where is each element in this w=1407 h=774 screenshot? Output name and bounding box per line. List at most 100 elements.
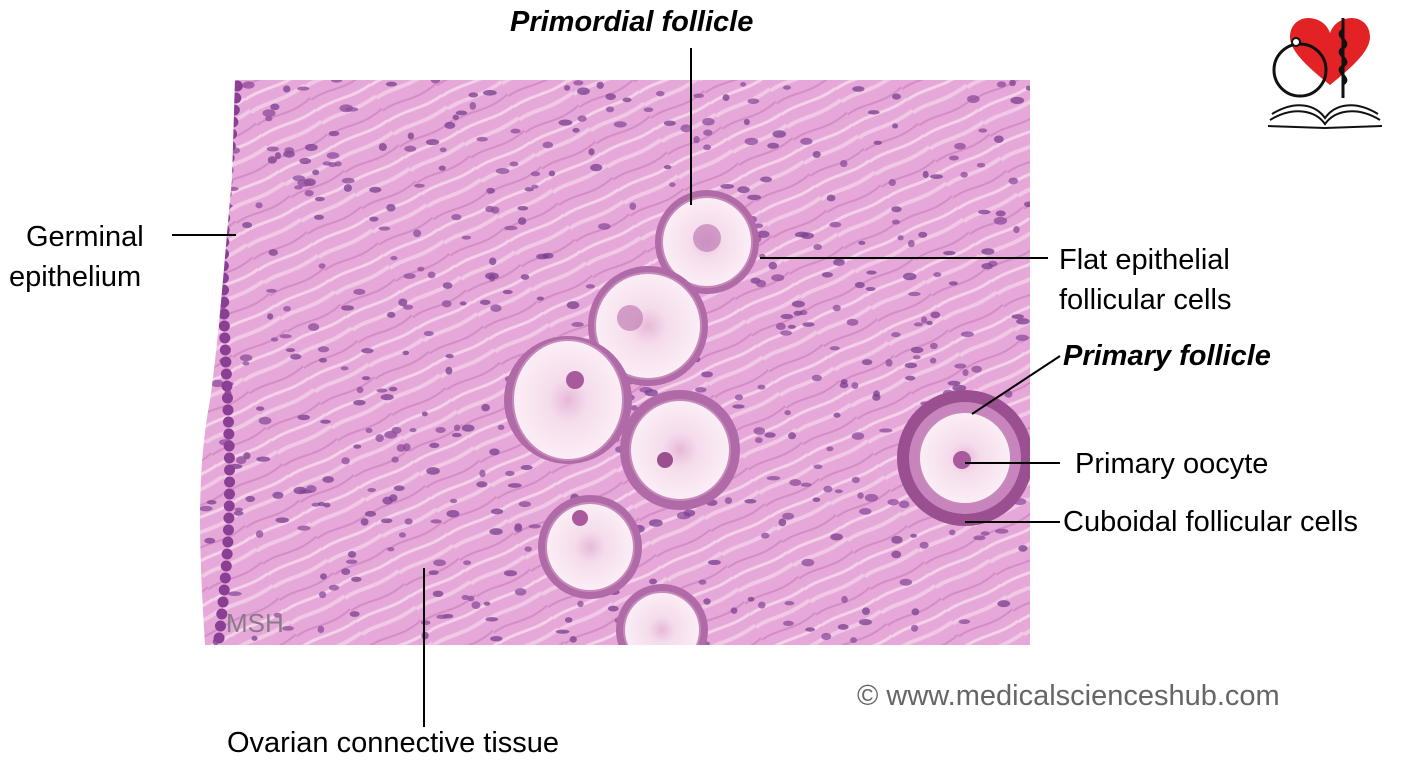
epithelial-cell <box>223 488 235 500</box>
stroma-nucleus <box>476 136 488 142</box>
epithelial-cell <box>223 512 235 524</box>
epithelial-cell <box>222 536 234 548</box>
stroma-nucleus <box>1013 225 1020 234</box>
stroma-nucleus <box>905 375 916 381</box>
epithelial-cell <box>227 116 239 128</box>
stroma-nucleus <box>320 419 331 424</box>
epithelial-cell <box>226 128 238 140</box>
stroma-nucleus <box>304 143 318 152</box>
stroma-nucleus <box>954 142 966 150</box>
stroma-nucleus <box>528 524 541 529</box>
stroma-nucleus <box>947 380 961 386</box>
stroma-nucleus <box>369 216 379 222</box>
stroma-nucleus <box>720 183 735 189</box>
stroma-nucleus <box>234 507 243 512</box>
stroma-nucleus <box>417 266 425 272</box>
stroma-nucleus <box>861 607 870 615</box>
stroma-nucleus <box>206 500 217 505</box>
stroma-nucleus <box>340 366 349 371</box>
stroma-nucleus <box>622 97 632 103</box>
stroma-nucleus <box>297 86 310 91</box>
stroma-nucleus <box>669 182 676 188</box>
stroma-nucleus <box>345 107 359 112</box>
epithelial-cell <box>220 368 232 380</box>
stroma-nucleus <box>577 87 590 95</box>
stroma-nucleus <box>483 89 497 96</box>
stroma-nucleus <box>421 411 428 417</box>
stroma-nucleus <box>446 509 460 518</box>
stroma-nucleus <box>891 219 900 225</box>
stroma-nucleus <box>558 119 573 126</box>
stroma-nucleus <box>468 92 479 98</box>
stroma-nucleus <box>453 424 461 432</box>
epithelial-cell <box>219 212 231 224</box>
stroma-nucleus <box>976 162 986 168</box>
stroma-nucleus <box>995 210 1006 217</box>
stroma-nucleus <box>341 568 351 575</box>
stroma-nucleus <box>766 475 781 481</box>
stroma-nucleus <box>320 573 327 580</box>
stroma-nucleus <box>801 558 815 567</box>
stroma-nucleus <box>391 456 399 463</box>
epithelial-cell <box>217 272 229 284</box>
stroma-nucleus <box>505 470 515 477</box>
stroma-nucleus <box>830 533 843 541</box>
stroma-nucleus <box>461 235 472 240</box>
stroma-nucleus <box>789 479 802 486</box>
stroma-nucleus <box>380 394 394 401</box>
stroma-nucleus <box>414 183 425 188</box>
stroma-nucleus <box>761 532 770 539</box>
stroma-nucleus <box>767 142 780 149</box>
book-icon <box>1267 104 1383 130</box>
stroma-nucleus <box>442 282 453 289</box>
stroma-nucleus <box>971 365 983 373</box>
stroma-nucleus <box>829 221 842 228</box>
stroma-nucleus <box>755 437 763 444</box>
stroma-nucleus <box>960 331 974 338</box>
stroma-nucleus <box>404 518 413 525</box>
stroma-nucleus <box>200 254 206 263</box>
stroma-nucleus <box>386 203 396 212</box>
stroma-nucleus <box>207 150 217 157</box>
stroma-nucleus <box>403 273 416 279</box>
stroma-nucleus <box>1008 177 1019 185</box>
stroma-nucleus <box>361 348 374 354</box>
tissue-section <box>200 80 1030 645</box>
stroma-nucleus <box>758 601 766 609</box>
stroma-nucleus <box>898 500 910 509</box>
stroma-nucleus <box>409 427 417 433</box>
epithelial-cell <box>222 416 234 428</box>
stroma-nucleus <box>571 321 584 328</box>
stroma-nucleus <box>433 559 446 567</box>
epithelial-cell <box>220 560 232 572</box>
stroma-nucleus <box>577 600 584 608</box>
stroma-nucleus <box>467 595 475 602</box>
stroma-nucleus <box>387 547 395 552</box>
stroma-nucleus <box>740 81 747 87</box>
stroma-nucleus <box>361 376 371 381</box>
stroma-nucleus <box>780 330 792 336</box>
stroma-nucleus <box>784 601 795 606</box>
serpent-icon <box>1338 28 1348 86</box>
label-germinal-line1: Germinal <box>26 221 144 253</box>
stroma-nucleus <box>800 137 813 145</box>
stroma-nucleus <box>451 432 462 438</box>
stroma-nucleus <box>548 170 556 177</box>
copyright-notice: © www.medicalscienceshub.com <box>857 680 1280 712</box>
stroma-nucleus <box>293 486 307 495</box>
stroma-nucleus <box>980 531 990 536</box>
stroma-nucleus <box>265 116 273 122</box>
stroma-nucleus <box>489 448 500 456</box>
stroma-nucleus <box>703 129 713 136</box>
stroma-nucleus <box>312 169 320 176</box>
stroma-nucleus <box>978 128 988 133</box>
stroma-nucleus <box>407 132 415 140</box>
stroma-nucleus <box>378 143 387 151</box>
label-flat-epithelial-line2: follicular cells <box>1059 284 1232 316</box>
stroma-nucleus <box>369 186 382 193</box>
stroma-nucleus <box>283 305 291 312</box>
stroma-nucleus <box>390 256 398 261</box>
stroma-nucleus <box>251 635 258 641</box>
stroma-nucleus <box>663 165 672 170</box>
